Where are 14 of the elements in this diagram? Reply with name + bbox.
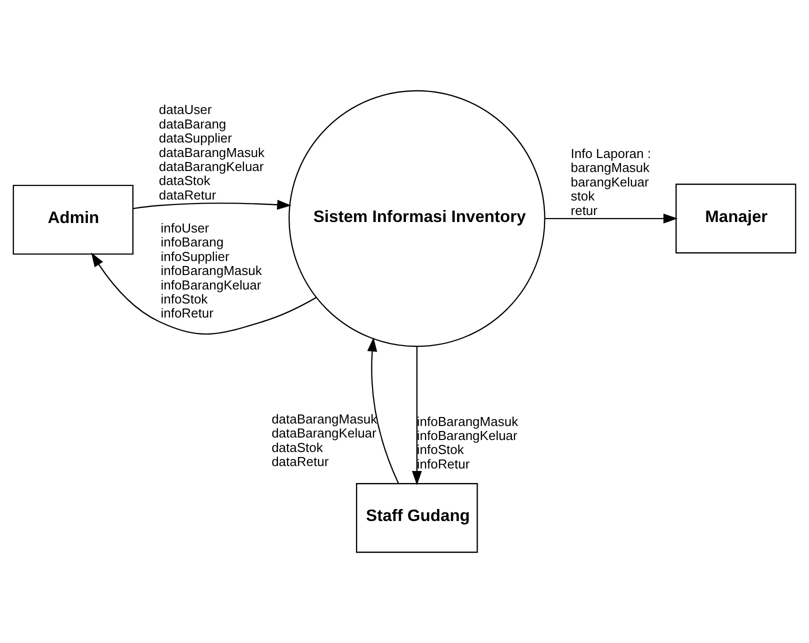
edge-label: infoBarangMasuk infoBarangKeluar infoStok infoRetur bbox=[416, 414, 518, 472]
arrow bbox=[367, 337, 399, 484]
edge-label: Info Laporan : barangMasuk barangKeluar stok retur bbox=[570, 146, 652, 218]
arrow bbox=[91, 252, 316, 335]
node-box: Manajer bbox=[676, 184, 796, 254]
arrow bbox=[412, 346, 422, 486]
edge-label: dataUser dataBarang dataSupplier dataBarangMasuk dataBarangKeluar dataStok dataRetur bbox=[158, 102, 264, 202]
node-box: Admin bbox=[12, 184, 134, 255]
node-circle: Sistem Informasi Inventory bbox=[288, 90, 546, 347]
node-box: Staff Gudang bbox=[356, 483, 478, 553]
arrow bbox=[133, 200, 292, 210]
edge-label: infoUser infoBarang infoSupplier infoBarangMasuk infoBarangKeluar infoStok infoRetur bbox=[160, 220, 262, 321]
arrow bbox=[545, 214, 678, 224]
edge-label: dataBarangMasuk dataBarangKeluar dataStok dataRetur bbox=[272, 411, 378, 470]
